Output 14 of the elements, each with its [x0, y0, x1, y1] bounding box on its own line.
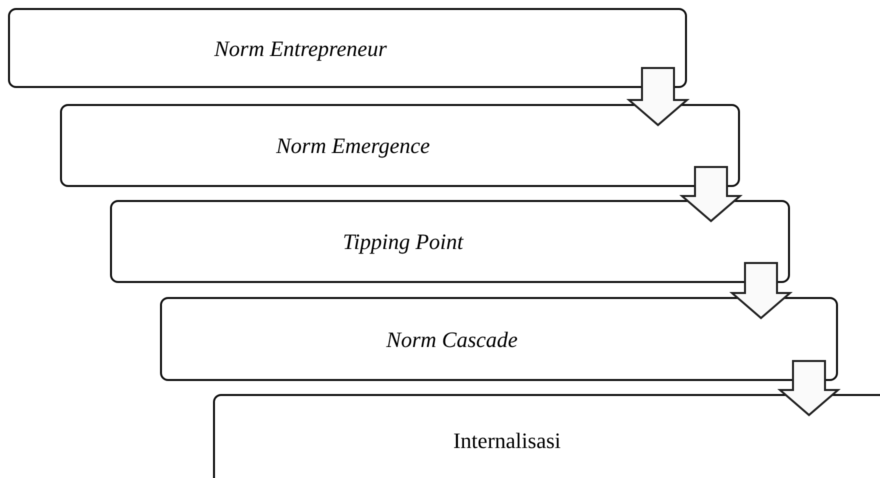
block-arrow [626, 67, 690, 126]
step-label: Tipping Point [342, 228, 464, 256]
process-box [160, 297, 838, 381]
process-box [110, 200, 790, 283]
block-arrow [777, 360, 841, 416]
step-label: Internalisasi [453, 426, 561, 454]
step-label: Norm Entrepreneur [214, 34, 387, 63]
block-arrow [679, 166, 743, 222]
process-box [60, 104, 740, 187]
step-label: Norm Cascade [386, 326, 518, 354]
step-label: Norm Emergence [276, 132, 430, 160]
process-box [213, 394, 880, 478]
process-box [8, 8, 687, 88]
block-arrow [729, 262, 793, 320]
